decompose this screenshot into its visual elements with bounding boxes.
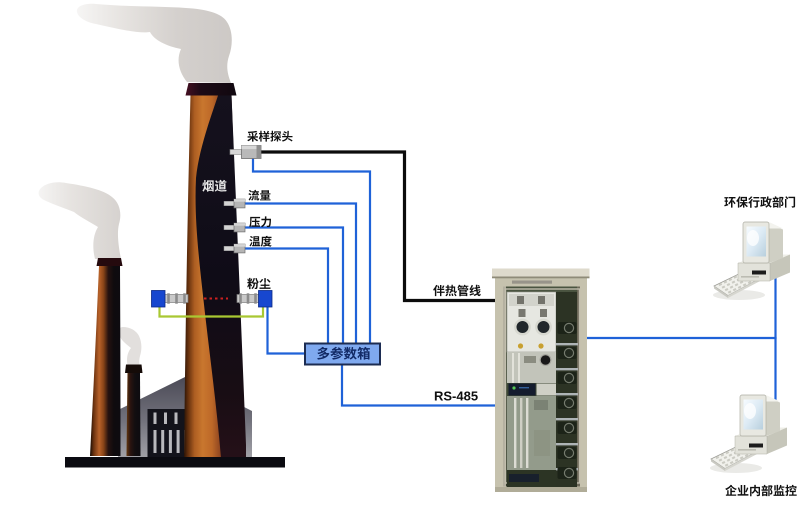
svg-text:RS-485: RS-485 bbox=[434, 389, 478, 404]
